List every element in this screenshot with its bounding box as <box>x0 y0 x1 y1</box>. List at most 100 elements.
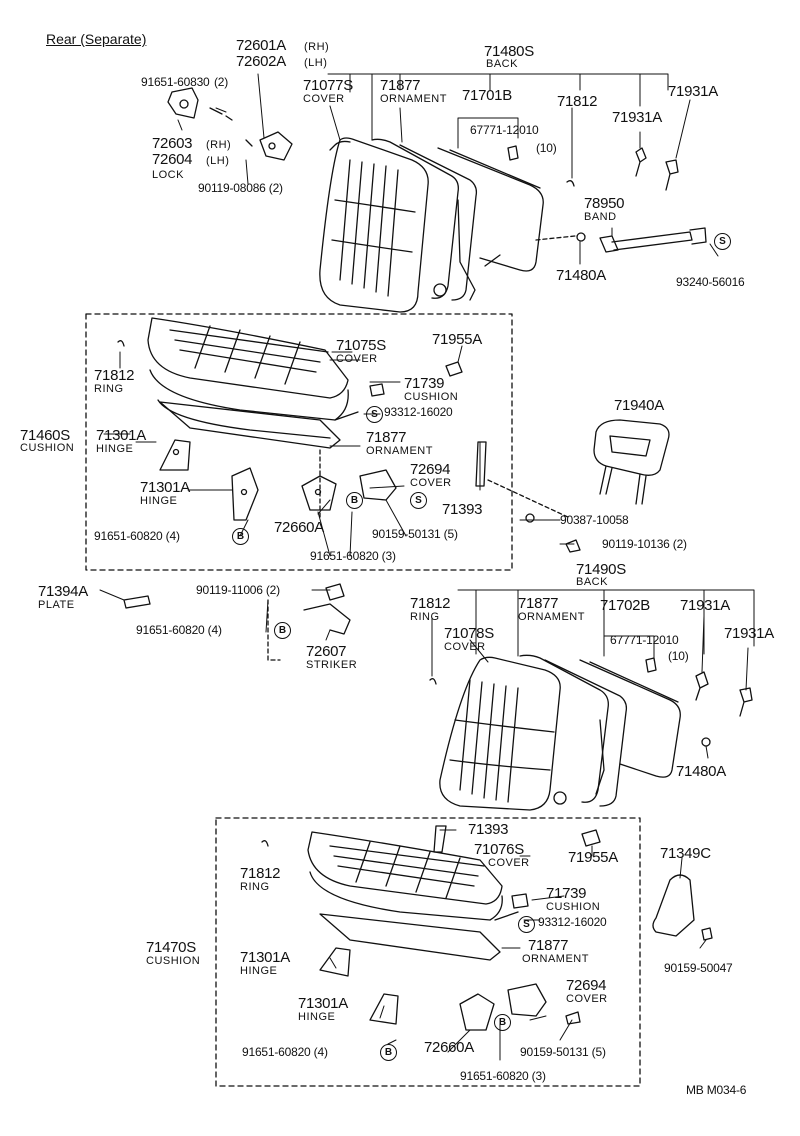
part-71393-a: 71393 <box>442 501 483 518</box>
part-71812-c: 71812 <box>410 595 451 612</box>
part-72607: 72607 <box>306 643 347 660</box>
part-72602a: 72602A <box>236 53 286 70</box>
part-71877-b: 71877 <box>366 429 407 446</box>
page-title: Rear (Separate) <box>46 31 147 47</box>
cover-label-2: COVER <box>336 353 378 365</box>
seat-cushion-left <box>117 317 571 521</box>
part-71931a-2: 71931A <box>612 109 662 126</box>
part-90387-10058: 90387-10058 <box>560 513 629 527</box>
ornament-label-2: ORNAMENT <box>366 445 433 457</box>
part-90159-50131-b: 90159-50131 (5) <box>520 1045 606 1059</box>
part-71393-b: 71393 <box>468 821 509 838</box>
part-71955a-1: 71955A <box>432 331 482 348</box>
part-91651-60830: 91651-60830 <box>141 75 210 89</box>
part-90119-11006: 90119-11006 (2) <box>196 583 280 597</box>
part-71394a: 71394A <box>38 583 88 600</box>
part-90159-50131-a: 90159-50131 (5) <box>372 527 458 541</box>
part-93240-56016: 93240-56016 <box>676 275 745 289</box>
ring-label-1: RING <box>94 383 124 395</box>
part-71076s: 71076S <box>474 841 524 858</box>
symbol-b: B <box>380 1044 397 1061</box>
symbol-b: B <box>232 528 249 545</box>
cushion-label-4: CUSHION <box>146 955 201 967</box>
part-71480s: 71480S <box>484 43 534 60</box>
part-71931a-1: 71931A <box>668 83 718 100</box>
hinge-label-2: HINGE <box>140 495 178 507</box>
part-71931a-3: 71931A <box>680 597 730 614</box>
leader-lines <box>99 73 755 1061</box>
part-71301a-1: 71301A <box>96 427 146 444</box>
seat-back-upper <box>167 87 707 313</box>
part-71812-a: 71812 <box>557 93 598 110</box>
part-90119-10136: 90119-10136 (2) <box>602 537 687 551</box>
part-71077s: 71077S <box>303 77 353 94</box>
striker-group <box>123 583 351 661</box>
ornament-label-4: ORNAMENT <box>522 953 589 965</box>
cushion-label-2: CUSHION <box>20 442 75 454</box>
part-72694-b: 72694 <box>566 977 607 994</box>
part-72603: 72603 <box>152 135 193 152</box>
part-71701b: 71701B <box>462 87 512 104</box>
part-71812-b: 71812 <box>94 367 135 384</box>
plate-label: PLATE <box>38 599 75 611</box>
part-71812-d: 71812 <box>240 865 281 882</box>
cushion-label-3: CUSHION <box>546 901 601 913</box>
symbol-s: S <box>518 916 535 933</box>
part-71075s: 71075S <box>336 337 386 354</box>
striker-label: STRIKER <box>306 659 358 671</box>
part-71301a-2: 71301A <box>140 479 190 496</box>
armrest-cover <box>652 874 713 941</box>
part-91651-60820-a: 91651-60820 (4) <box>94 529 180 543</box>
part-91651-60820-c: 91651-60820 (4) <box>136 623 222 637</box>
part-71877-d: 71877 <box>528 937 569 954</box>
part-71480a-1: 71480A <box>556 267 606 284</box>
part-72603-side: (RH) <box>206 139 232 151</box>
part-71470s: 71470S <box>146 939 196 956</box>
symbol-s: S <box>714 233 731 250</box>
part-72660a-2: 72660A <box>424 1039 474 1056</box>
part-71739-b: 71739 <box>546 885 587 902</box>
part-93312-16020-a: 93312-16020 <box>384 405 453 419</box>
part-93312-16020-b: 93312-16020 <box>538 915 607 929</box>
part-72694-a: 72694 <box>410 461 451 478</box>
qty-10-a: (10) <box>536 141 557 155</box>
part-91651-60820-e: 91651-60820 (3) <box>460 1069 546 1083</box>
cushion-group-box-left <box>85 313 513 571</box>
part-71739-a: 71739 <box>404 375 445 392</box>
part-72601a: 72601A <box>236 37 286 54</box>
part-72604: 72604 <box>152 151 193 168</box>
symbol-s: S <box>410 492 427 509</box>
seat-back-lower <box>429 654 753 811</box>
part-71702b: 71702B <box>600 597 650 614</box>
cushion-group-box-right <box>215 817 641 1087</box>
part-72602a-side: (LH) <box>304 57 328 69</box>
part-71490s: 71490S <box>576 561 626 578</box>
part-72660a-1: 72660A <box>274 519 324 536</box>
ornament-label-1: ORNAMENT <box>380 93 447 105</box>
hinge-label-3: HINGE <box>240 965 278 977</box>
symbol-b: B <box>494 1014 511 1031</box>
seat-cushion-right <box>261 825 601 1031</box>
back-label-2: BACK <box>576 576 608 588</box>
cover-label-3: COVER <box>410 477 452 489</box>
back-label-1: BACK <box>486 58 518 70</box>
headrest <box>525 419 670 553</box>
lock-label: LOCK <box>152 169 184 181</box>
qty-10-b: (10) <box>668 649 689 663</box>
band-label: BAND <box>584 211 617 223</box>
cover-label-4: COVER <box>444 641 486 653</box>
part-71301a-3: 71301A <box>240 949 290 966</box>
diagram-code: MB M034-6 <box>686 1083 747 1097</box>
part-71955a-2: 71955A <box>568 849 618 866</box>
part-90119-08086: 90119-08086 (2) <box>198 181 283 195</box>
part-78950: 78950 <box>584 195 625 212</box>
ring-label-3: RING <box>240 881 270 893</box>
cushion-label-1: CUSHION <box>404 391 459 403</box>
hinge-label-1: HINGE <box>96 443 134 455</box>
part-91651-60820-d: 91651-60820 (4) <box>242 1045 328 1059</box>
cover-label-5: COVER <box>488 857 530 869</box>
cover-label-1: COVER <box>303 93 345 105</box>
symbol-s: S <box>366 406 383 423</box>
